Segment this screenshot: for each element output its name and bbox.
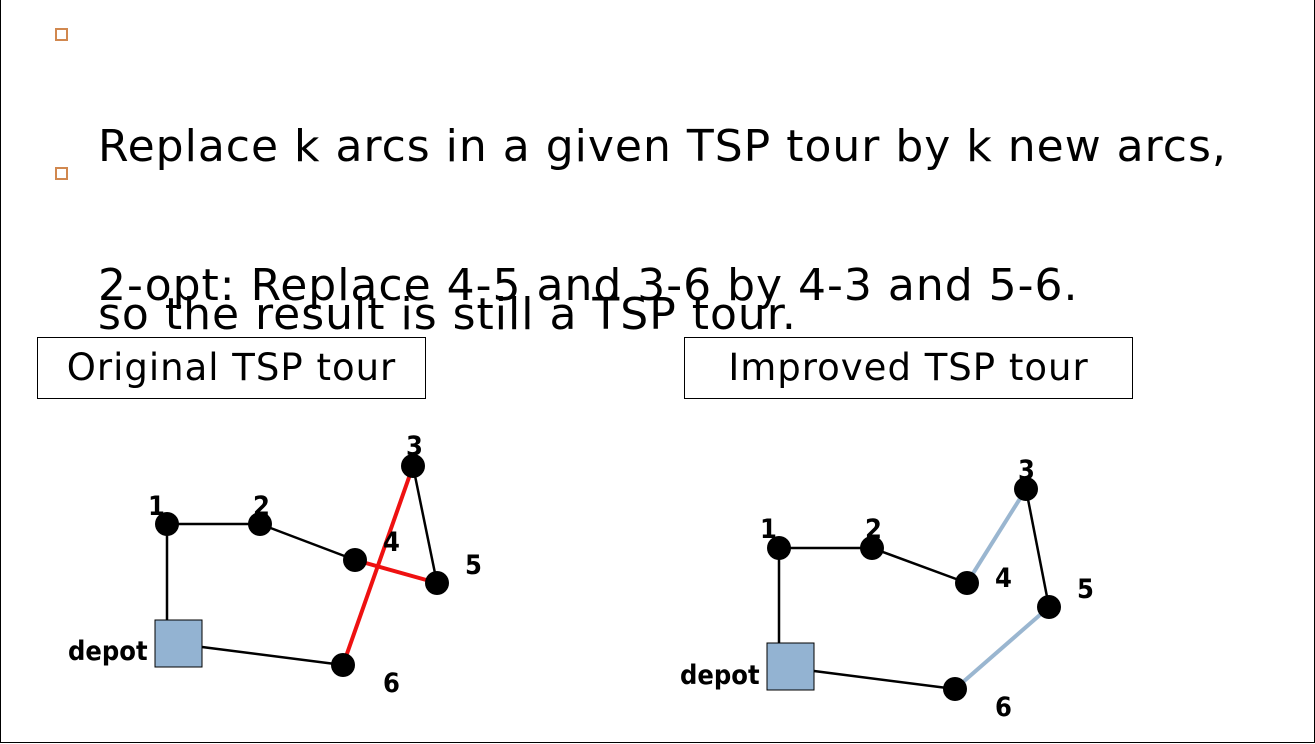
node-2-label: 2 (865, 514, 882, 545)
node-4 (343, 548, 367, 572)
improved-tour-title: Improved TSP tour (684, 337, 1133, 399)
depot-label: depot (68, 636, 148, 667)
node-6-label: 6 (995, 692, 1012, 723)
arc-2-4 (871, 546, 968, 585)
bullet-2-line-1: 2-opt: Replace 4-5 and 3-6 by 4-3 and 5-… (98, 260, 1079, 311)
square-bullet-icon (55, 28, 68, 41)
square-bullet-icon (55, 167, 68, 180)
node-2 (860, 536, 884, 560)
bullet-1-line-1: Replace k arcs in a given TSP tour by k … (98, 121, 1227, 172)
removed-arc-4-5 (354, 558, 438, 585)
node-4 (955, 571, 979, 595)
node-6 (331, 653, 355, 677)
removed-arc-3-6 (341, 465, 415, 666)
node-5 (1037, 595, 1061, 619)
node-1 (155, 512, 179, 536)
bullet-item-2: 2-opt: Replace 4-5 and 3-6 by 4-3 and 5-… (55, 146, 1079, 426)
depot-label: depot (680, 660, 760, 691)
node-2-label: 2 (253, 491, 270, 522)
new-arc-4-3 (965, 487, 1028, 585)
bullet-1-line-2: so the result is still a TSP tour. (98, 289, 797, 340)
node-1-label: 1 (760, 514, 777, 545)
node-3 (401, 454, 425, 478)
arc-3-5 (411, 465, 439, 584)
arc-2-4 (259, 522, 356, 562)
node-5-label: 5 (465, 550, 482, 581)
arc-6-depot (813, 669, 956, 691)
node-6-label: 6 (383, 668, 400, 699)
node-3-label: 3 (406, 431, 423, 462)
node-1-label: 1 (148, 491, 165, 522)
arc-3-5 (1024, 488, 1051, 608)
node-2 (248, 512, 272, 536)
new-arc-5-6 (953, 605, 1051, 691)
depot-node (766, 642, 815, 691)
node-4-label: 4 (995, 563, 1012, 594)
node-3 (1014, 477, 1038, 501)
original-tour-graph: depot 1 2 3 4 5 6 (68, 431, 482, 699)
improved-tour-graph: depot 1 2 3 4 5 6 (680, 455, 1094, 723)
node-5 (425, 571, 449, 595)
node-4-label: 4 (383, 527, 400, 558)
depot-node (154, 619, 203, 668)
arc-6-depot (201, 645, 344, 667)
node-3-label: 3 (1018, 455, 1035, 486)
original-tour-title: Original TSP tour (37, 337, 426, 399)
bullet-item-1: Replace k arcs in a given TSP tour by k … (55, 7, 1227, 455)
node-6 (943, 677, 967, 701)
node-1 (767, 536, 791, 560)
node-5-label: 5 (1077, 574, 1094, 605)
